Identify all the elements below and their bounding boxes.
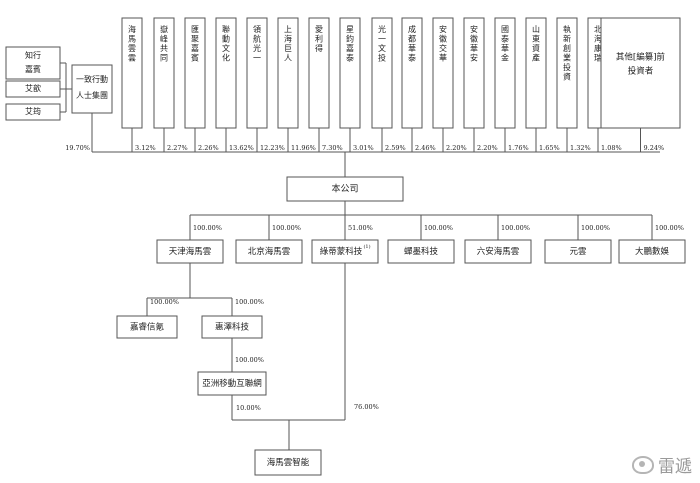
investor-percentage: 3.12%	[135, 144, 156, 152]
investor-name: 成都華泰	[408, 24, 416, 63]
subsidiary-name: 天津海馬雲	[169, 246, 212, 257]
watermark-text: 雷遞	[658, 457, 692, 477]
bottom-entity-name: 海馬雲智能	[267, 457, 310, 468]
subsidiary-name: 元雲	[569, 247, 587, 257]
investor-percentage: 1.65%	[539, 144, 560, 152]
investor-name: 安徽交華	[439, 24, 447, 63]
investor-name: 領航光一	[253, 24, 261, 63]
investor-percentage: 11.96%	[291, 144, 316, 152]
investor-name: 匯聚嘉賓	[191, 25, 199, 63]
concert-member-name-line-2: 嘉賓	[25, 64, 41, 74]
subsidiary-percentage: 100.00%	[272, 224, 301, 232]
investor-name: 山東資產	[532, 24, 540, 63]
subsidiary-box	[618, 239, 686, 264]
concert-member-name: 艾筠	[25, 106, 41, 116]
concert-member-name: 艾歆	[25, 83, 41, 93]
asia-mobile-name: 亞洲移動互聯網	[202, 378, 262, 389]
investor-percentage: 1.08%	[601, 144, 622, 152]
investor-percentage: 2.26%	[198, 144, 219, 152]
investor-percentage: 2.20%	[446, 144, 467, 152]
tianjin-child-box	[116, 315, 178, 339]
investor-name: 安徽華安	[470, 24, 478, 63]
other-investors-name-line-1: 其他[編纂]前	[616, 52, 666, 63]
investor-name: 上海巨人	[284, 25, 292, 63]
concert-group-name-line-2: 人士集團	[76, 90, 108, 100]
subsidiary-percentage: 100.00%	[193, 224, 222, 232]
concert-member-name-line-1: 知行	[25, 50, 41, 60]
tianjin-child-percentage: 100.00%	[235, 298, 264, 306]
investor-percentage: 13.62%	[229, 144, 254, 152]
footnote-marker: (1)	[363, 243, 370, 250]
investor-percentage: 2.59%	[385, 144, 406, 152]
subsidiary-percentage: 51.00%	[348, 224, 373, 232]
weibo-logo-icon	[632, 455, 654, 474]
investor-name: 國泰華金	[501, 25, 509, 63]
tianjin-child-percentage: 100.00%	[150, 298, 179, 306]
subsidiary-percentage: 100.00%	[655, 224, 684, 232]
subsidiary-name: 綠蒂蒙科技	[320, 246, 363, 257]
asia-mobile-percentage: 100.00%	[235, 356, 264, 364]
other-investors-box	[600, 17, 681, 129]
concert-member-box	[5, 46, 61, 80]
investor-name: 嶽峰共同	[160, 25, 168, 63]
subsidiary-box	[387, 239, 455, 264]
subsidiary-name: 蟬墨科技	[404, 246, 439, 257]
concert-group-percentage: 19.70%	[65, 144, 90, 152]
investor-percentage: 2.27%	[167, 144, 188, 152]
company-name: 本公司	[331, 183, 358, 195]
investor-percentage: 1.32%	[570, 144, 591, 152]
tianjin-child-name: 嘉睿信氪	[130, 322, 165, 333]
investor-name: 星鈞嘉泰	[346, 25, 354, 63]
subsidiary-percentage: 100.00%	[424, 224, 453, 232]
lvdi-to-entity-percentage: 76.00%	[354, 403, 379, 411]
bottom-entity-box	[254, 449, 322, 476]
investor-name: 愛利得	[315, 24, 323, 53]
investor-name: 光一文投	[378, 24, 386, 63]
subsidiary-name: 六安海馬雲	[477, 246, 520, 257]
investor-percentage: 12.23%	[260, 144, 285, 152]
concert-group-box	[71, 64, 113, 114]
company-box	[286, 176, 404, 202]
investor-percentage: 1.76%	[508, 144, 529, 152]
investor-percentage: 7.30%	[322, 144, 343, 152]
subsidiary-percentage: 100.00%	[501, 224, 530, 232]
investor-name: 執新創業投資	[563, 24, 571, 82]
investor-name: 海馬雲雲	[128, 24, 136, 63]
other-investors-percentage: 9.24%	[644, 144, 665, 152]
subsidiary-box	[464, 239, 532, 264]
other-investors-name-line-2: 投資者	[628, 66, 654, 77]
concert-group-name-line-1: 一致行動	[76, 74, 108, 84]
subsidiary-box	[235, 239, 303, 264]
subsidiary-percentage: 100.00%	[581, 224, 610, 232]
subsidiary-box	[544, 239, 612, 264]
investor-percentage: 2.46%	[415, 144, 436, 152]
subsidiary-name: 北京海馬雲	[248, 246, 291, 257]
subsidiary-name: 大鵬數娛	[635, 246, 670, 257]
investor-name: 北海康瑞	[594, 25, 602, 63]
watermark: 雷遞	[632, 452, 692, 477]
investor-percentage: 3.01%	[353, 144, 374, 152]
investor-name: 聯動文化	[222, 24, 230, 63]
tianjin-child-name: 惠澤科技	[215, 322, 250, 333]
asia-to-entity-percentage: 10.00%	[236, 404, 261, 412]
investor-percentage: 2.20%	[477, 144, 498, 152]
